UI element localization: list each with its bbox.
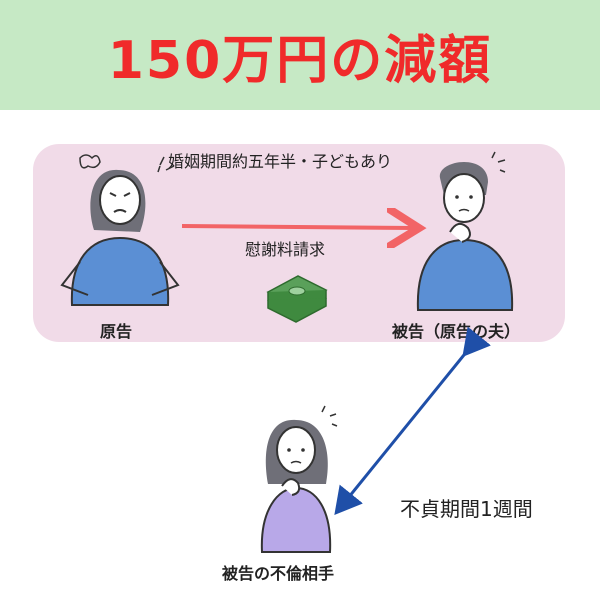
angry-woman-icon — [60, 154, 180, 306]
claim-label: 慰謝料請求 — [245, 240, 326, 259]
plaintiff-label: 原告 — [100, 322, 133, 341]
money-stack-icon — [266, 275, 328, 323]
affair-partner-label: 被告の不倫相手 — [222, 564, 335, 583]
claim-arrow — [181, 226, 415, 228]
marriage-note: 婚姻期間約五年半・子どもあり — [168, 152, 393, 171]
affair-relation-arrow — [334, 326, 491, 515]
title-banner: 150万円の減額 — [0, 0, 600, 110]
worried-man-icon — [416, 151, 514, 311]
worried-woman-icon — [260, 405, 338, 553]
page-title: 150万円の減額 — [107, 30, 493, 91]
